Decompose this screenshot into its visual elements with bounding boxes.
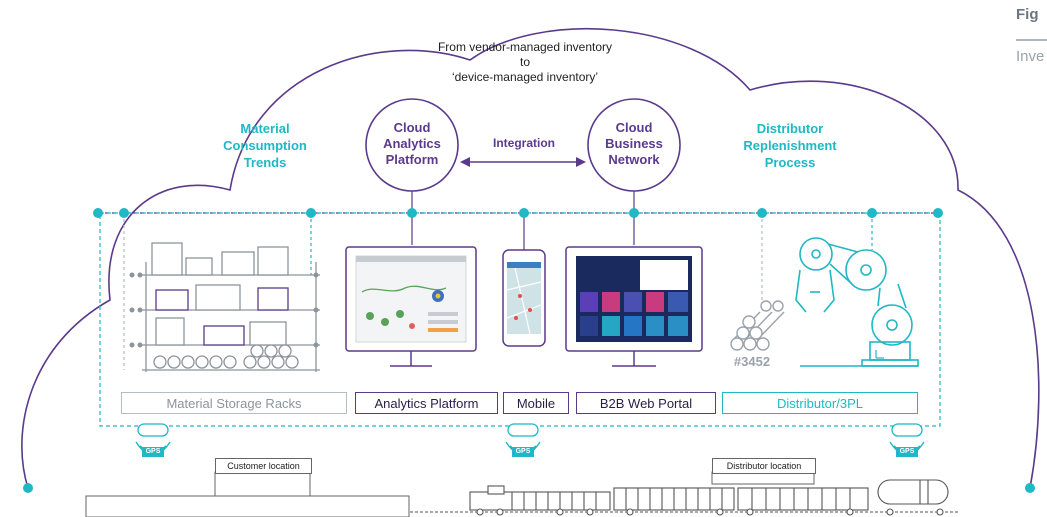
connection-nodes	[93, 208, 943, 218]
portal-monitor	[565, 246, 703, 367]
node	[407, 208, 417, 218]
node	[119, 208, 129, 218]
node	[519, 208, 529, 218]
mobile-phone	[502, 249, 546, 347]
customer-building	[85, 471, 410, 517]
cloud-endpoint-right	[1025, 483, 1035, 493]
node	[629, 208, 639, 218]
node	[867, 208, 877, 218]
cloud-analytics-label: Cloud Analytics Platform	[366, 120, 458, 168]
title-line: Replenishment	[743, 138, 837, 153]
title-line: Platform	[385, 152, 439, 167]
node	[933, 208, 943, 218]
gps-label: GPS	[515, 448, 531, 455]
robot-arm-secondary	[875, 350, 884, 359]
gps-sensor-center	[505, 423, 541, 457]
gps-sensor-right	[889, 423, 925, 457]
distributor-location-label: Distributor location	[712, 458, 816, 474]
label-analytics-platform: Analytics Platform	[355, 392, 498, 414]
title-line: Business	[605, 136, 663, 151]
title-line: Distributor	[756, 121, 824, 136]
title-line: Analytics	[383, 136, 441, 151]
customer-location-label: Customer location	[215, 458, 312, 474]
storage-racks-illustration	[142, 242, 320, 372]
cloud-heading: From vendor-managed inventory to ‘device…	[400, 40, 650, 85]
label-distributor-3pl: Distributor/3PL	[722, 392, 918, 414]
material-consumption-title: Material Consumption Trends	[200, 120, 330, 171]
pipe-stack-illustration	[730, 300, 785, 351]
figure-number: Fig	[1016, 6, 1039, 23]
gps-sensor-left	[135, 423, 171, 457]
robot-arm-illustration	[795, 237, 919, 367]
integration-arrowhead-left	[460, 157, 470, 167]
title-line: Process	[764, 155, 816, 170]
rack-side-dots	[129, 272, 319, 348]
train-illustration	[410, 479, 960, 516]
pipe-id-label: #3452	[733, 354, 771, 369]
node	[93, 208, 103, 218]
title-line: Material	[240, 121, 290, 136]
title-line: Trends	[243, 155, 287, 170]
title-line: Consumption	[223, 138, 307, 153]
cloud-heading-line3: ‘device-managed inventory’	[451, 70, 599, 84]
cloud-endpoint-left	[23, 483, 33, 493]
cloud-outline	[21, 27, 1040, 489]
analytics-monitor	[345, 246, 477, 367]
gps-label: GPS	[899, 448, 915, 455]
label-material-storage-racks: Material Storage Racks	[121, 392, 347, 414]
node	[757, 208, 767, 218]
cloud-heading-line1: From vendor-managed inventory	[437, 40, 613, 54]
label-mobile: Mobile	[503, 392, 569, 414]
cloud-network-label: Cloud Business Network	[588, 120, 680, 168]
figure-subtitle: Inve	[1016, 48, 1045, 65]
title-line: Network	[608, 152, 660, 167]
node	[306, 208, 316, 218]
label-b2b-web-portal: B2B Web Portal	[576, 392, 716, 414]
distributor-process-title: Distributor Replenishment Process	[720, 120, 860, 171]
gps-label: GPS	[145, 448, 161, 455]
title-line: Cloud	[393, 120, 431, 135]
integration-label: Integration	[493, 136, 555, 150]
integration-arrowhead-right	[576, 157, 586, 167]
cloud-heading-line2: to	[519, 55, 530, 69]
title-line: Cloud	[615, 120, 653, 135]
